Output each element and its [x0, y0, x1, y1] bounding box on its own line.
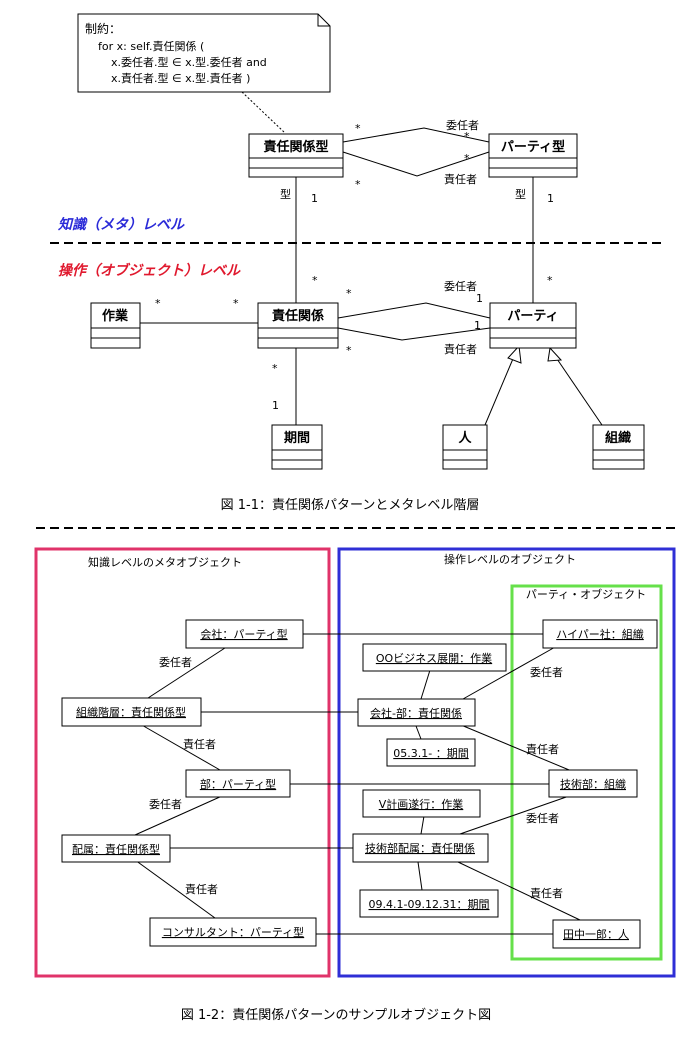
class-org-name: 組織: [605, 430, 631, 446]
figure-1: 制約： for x: self.責任関係 ( x.委任者.型 ∈ x.型.委任者…: [50, 13, 662, 513]
class-resp-type: 責任関係型: [248, 133, 344, 178]
class-party-name: パーティ: [507, 309, 558, 324]
mult-op-2: 1: [474, 319, 481, 332]
inheritance-arrow-person: [507, 344, 522, 364]
figure-2-caption: 図 1-2：責任関係パターンのサンプルオブジェクト図: [181, 1007, 491, 1023]
knowledge-frame: [34, 547, 331, 978]
object-tech-assign-resp-label: 技術部配属：責任関係: [365, 841, 475, 855]
object-company-dept-resp: 会社-部：責任関係: [357, 698, 476, 727]
object-period-2: 09.4.1-09.12.31：期間: [359, 889, 499, 918]
operation-level-label: 操作（オブジェクト）レベル: [58, 262, 241, 279]
inheritance-arrow-org: [547, 346, 563, 362]
constraint-line-3: x.委任者.型 ∈ x.型.委任者 and: [111, 55, 267, 69]
class-person: 人: [442, 424, 488, 470]
object-company-party-type-label: 会社：パーティ型: [200, 627, 287, 641]
mult-work-right: *: [155, 297, 161, 310]
fig1-associations: [140, 127, 603, 426]
role-type-left: 型: [280, 187, 291, 201]
party-frame-title: パーティ・オブジェクト: [526, 587, 646, 601]
party-frame: [510, 584, 663, 961]
role-delegator-op: 委任者: [444, 280, 477, 293]
fig2-link-labels: 委任者 責任者 委任者 責任者 委任者 責任者 委任者 責任者: [149, 656, 563, 900]
constraint-line-4: x.責任者.型 ∈ x.型.責任者 ): [111, 71, 250, 85]
operation-frame-title: 操作レベルのオブジェクト: [444, 552, 576, 566]
object-dept-party-type-label: 部：パーティ型: [200, 777, 276, 791]
class-work: 作業: [90, 302, 141, 349]
mult-meta-2: *: [464, 130, 470, 143]
role-responsible-op: 責任者: [444, 342, 477, 356]
label-delegator-2: 委任者: [149, 798, 182, 811]
object-v-work: V計画遂行：作業: [362, 789, 481, 818]
object-company-dept-resp-label: 会社-部：責任関係: [370, 706, 462, 720]
mult-meta-4: *: [355, 178, 361, 191]
object-tech-org-label: 技術部：組織: [560, 777, 626, 791]
object-dept-party-type: 部：パーティ型: [185, 769, 291, 798]
object-period-1: 05.3.1- ：期間: [386, 738, 476, 767]
object-tech-org: 技術部：組織: [548, 769, 638, 798]
class-resp: 責任関係: [257, 302, 339, 349]
label-responsible-1: 責任者: [183, 737, 216, 751]
object-assign-resp-type: 配属：責任関係型: [61, 834, 171, 863]
class-work-name: 作業: [102, 308, 129, 324]
knowledge-frame-title: 知識レベルのメタオブジェクト: [88, 555, 242, 569]
mult-op-1: 1: [476, 292, 483, 305]
mult-type-left: 1: [311, 192, 318, 205]
class-period: 期間: [271, 424, 323, 470]
object-consultant-party-type-label: コンサルタント：パーティ型: [162, 925, 304, 939]
label-responsible-4: 責任者: [530, 886, 563, 900]
role-responsible-meta: 責任者: [444, 172, 477, 186]
role-type-right: 型: [515, 187, 526, 201]
label-delegator-4: 委任者: [526, 812, 559, 825]
mult-resp-left: *: [233, 297, 239, 310]
role-delegator-meta: 委任者: [446, 119, 479, 132]
label-delegator-3: 委任者: [530, 666, 563, 679]
mult-op-3: *: [346, 287, 352, 300]
object-tanaka-person: 田中一郎：人: [552, 919, 641, 949]
object-consultant-party-type: コンサルタント：パーティ型: [149, 917, 317, 947]
mult-meta-1: *: [355, 122, 361, 135]
label-responsible-3: 責任者: [526, 742, 559, 756]
object-company-party-type: 会社：パーティ型: [185, 619, 304, 649]
fig1-association-labels: 委任者 責任者 * * * * 型 1 型 1 * * * * 委任者 1 1 …: [155, 119, 554, 412]
object-v-work-label: V計画遂行：作業: [379, 797, 464, 811]
label-delegator-1: 委任者: [159, 656, 192, 669]
operation-frame: [337, 547, 676, 978]
class-party-type: パーティ型: [488, 133, 578, 178]
object-period-1-label: 05.3.1- ：期間: [393, 747, 468, 760]
object-oo-work-label: OOビジネス展開：作業: [376, 652, 492, 665]
object-tech-assign-resp: 技術部配属：責任関係: [352, 833, 489, 863]
object-hyper-org: ハイパー社：組織: [542, 619, 658, 649]
object-hyper-org-label: ハイパー社：組織: [556, 627, 644, 641]
object-oo-work: OOビジネス展開：作業: [362, 643, 507, 672]
object-period-2-label: 09.4.1-09.12.31：期間: [369, 898, 490, 911]
class-resp-name: 責任関係: [272, 308, 324, 324]
knowledge-level-label: 知識（メタ）レベル: [57, 216, 185, 233]
mult-meta-3: *: [464, 152, 470, 165]
class-resp-type-name: 責任関係型: [263, 139, 328, 155]
object-tanaka-person-label: 田中一郎：人: [563, 927, 629, 941]
fig2-links: [134, 633, 581, 935]
object-org-hierarchy: 組織階層：責任関係型: [61, 697, 202, 727]
mult-type-right: 1: [547, 192, 554, 205]
note-connector: [241, 91, 286, 134]
class-person-name: 人: [458, 430, 472, 446]
mult-op-4: *: [346, 344, 352, 357]
figure-1-caption: 図 1-1：責任関係パターンとメタレベル階層: [221, 498, 480, 513]
constraint-line-2: for x: self.責任関係 (: [98, 39, 204, 53]
class-party: パーティ: [489, 302, 577, 349]
mult-resp-bottom: *: [272, 362, 278, 375]
object-assign-resp-type-label: 配属：責任関係型: [72, 842, 160, 856]
constraint-line-1: 制約：: [85, 21, 121, 36]
class-period-name: 期間: [284, 431, 310, 446]
constraint-note: 制約： for x: self.責任関係 ( x.委任者.型 ∈ x.型.委任者…: [77, 13, 331, 93]
figure-2: 知識レベルのメタオブジェクト 操作レベルのオブジェクト パーティ・オブジェクト: [34, 547, 676, 1023]
label-responsible-2: 責任者: [185, 882, 218, 896]
mult-party-top: *: [547, 274, 553, 287]
class-party-type-name: パーティ型: [501, 139, 565, 155]
object-org-hierarchy-label: 組織階層：責任関係型: [76, 705, 186, 719]
mult-period-top: 1: [272, 399, 279, 412]
mult-resp-top: *: [312, 274, 318, 287]
class-org: 組織: [592, 424, 645, 470]
